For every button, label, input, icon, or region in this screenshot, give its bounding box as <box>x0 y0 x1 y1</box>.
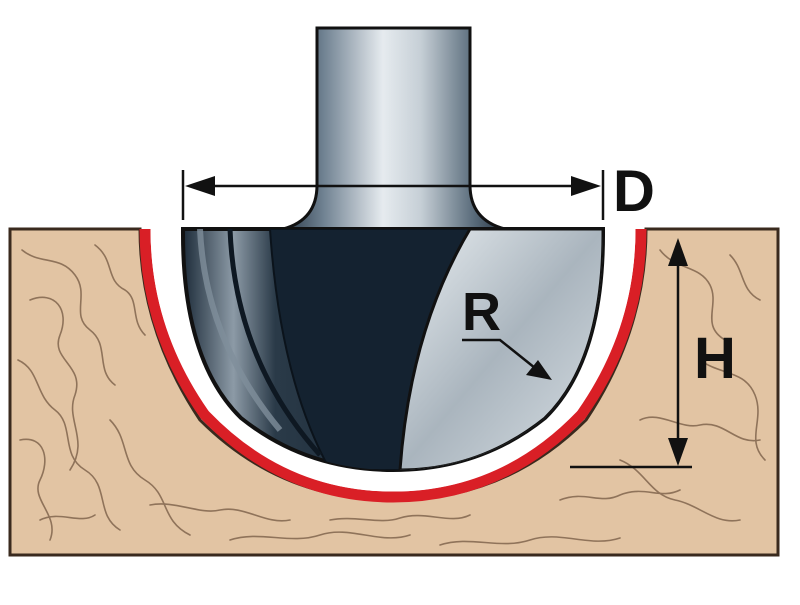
wood-grain <box>17 244 766 546</box>
d-arrow-right <box>571 176 601 196</box>
cut-outline-white <box>150 228 636 492</box>
router-bit-icon <box>180 26 606 473</box>
dimension-lines <box>181 170 692 469</box>
label-r: R <box>462 282 501 342</box>
h-arrow-bottom <box>668 438 688 466</box>
cut-outline-red <box>139 228 647 503</box>
d-arrow-left <box>185 176 215 196</box>
label-d: D <box>613 159 655 224</box>
r-arrow-head <box>526 360 552 380</box>
h-arrow-top <box>668 238 688 266</box>
bit-shank <box>282 26 506 231</box>
bit-edge-highlight <box>227 229 322 457</box>
cut-profile <box>139 228 647 503</box>
r-leader <box>462 338 536 369</box>
label-h: H <box>694 326 736 391</box>
